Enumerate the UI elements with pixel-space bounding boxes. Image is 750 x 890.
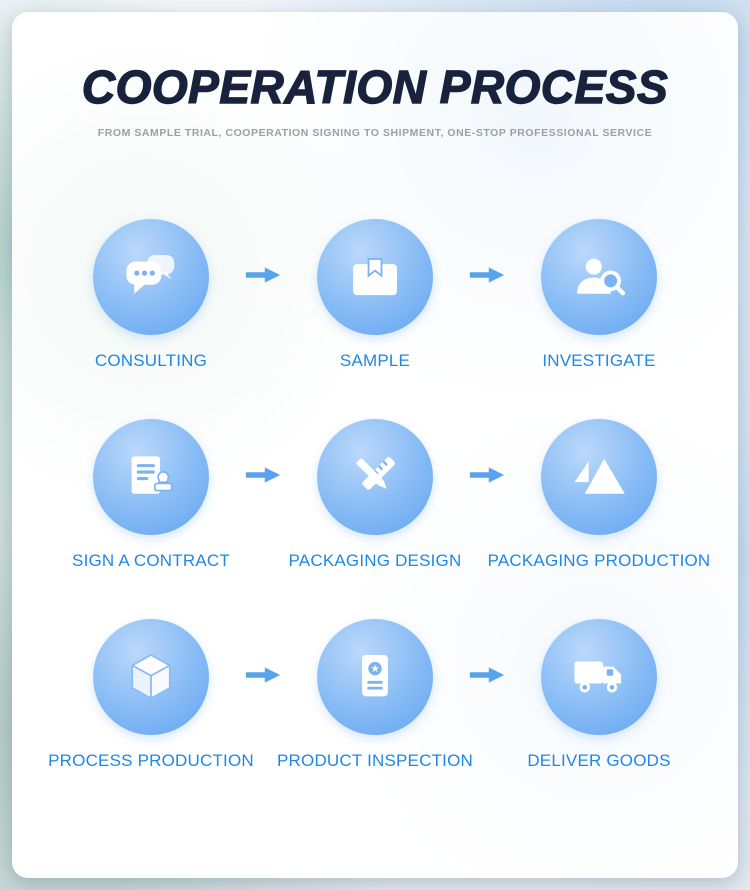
svg-text:★: ★ [370,664,379,675]
process-step-consulting: CONSULTING [39,218,263,371]
process-row-3: PROCESS PRODUCTION ★ PRODUCT INSPECTION [12,618,738,771]
step-circle [93,618,209,735]
page-subtitle: FROM SAMPLE TRIAL, COOPERATION SIGNING T… [97,126,653,139]
step-circle [93,218,209,335]
process-step-packaging-production: PACKAGING PRODUCTION [487,418,711,571]
step-label: DELIVER GOODS [527,750,671,770]
step-label: PROCESS PRODUCTION [48,750,254,770]
process-row-2: SIGN A CONTRACT [12,418,738,571]
step-label: INVESTIGATE [542,350,656,370]
step-label: CONSULTING [94,350,208,370]
process-step-deliver-goods: DELIVER GOODS [487,618,711,771]
package-box-icon [353,257,397,295]
step-label: PACKAGING DESIGN [288,550,462,570]
step-label: SAMPLE [339,350,411,370]
contract-stamp-icon [131,455,173,494]
step-label: PACKAGING PRODUCTION [487,550,711,570]
process-step-sample: SAMPLE [263,218,487,371]
step-label: SIGN A CONTRACT [72,550,230,570]
step-circle [317,218,433,335]
step-label: PRODUCT INSPECTION [277,750,473,770]
person-magnifier-icon [577,258,626,295]
process-grid: CONSULTING SAMPLE [12,218,738,771]
shapes-triangle-icon [574,458,625,494]
process-row-1: CONSULTING SAMPLE [12,218,738,371]
step-circle [541,618,657,735]
process-step-packaging-design: PACKAGING DESIGN [263,418,487,571]
step-circle [93,418,209,535]
process-step-product-inspection: ★ PRODUCT INSPECTION [263,618,487,771]
cooperation-process-card: COOPERATION PROCESS FROM SAMPLE TRIAL, C… [12,12,738,878]
step-circle: ★ [317,618,433,735]
chat-bubbles-icon [126,254,175,294]
cube-icon [131,653,171,699]
step-circle [317,418,433,535]
pencil-ruler-icon [356,456,395,490]
process-step-process-production: PROCESS PRODUCTION [39,618,263,771]
step-circle [541,218,657,335]
certificate-star-icon: ★ [362,654,388,696]
process-step-sign-contract: SIGN A CONTRACT [39,418,263,571]
page-title: COOPERATION PROCESS [81,61,669,113]
step-circle [541,418,657,535]
process-step-investigate: INVESTIGATE [487,218,711,371]
truck-icon [574,661,621,693]
